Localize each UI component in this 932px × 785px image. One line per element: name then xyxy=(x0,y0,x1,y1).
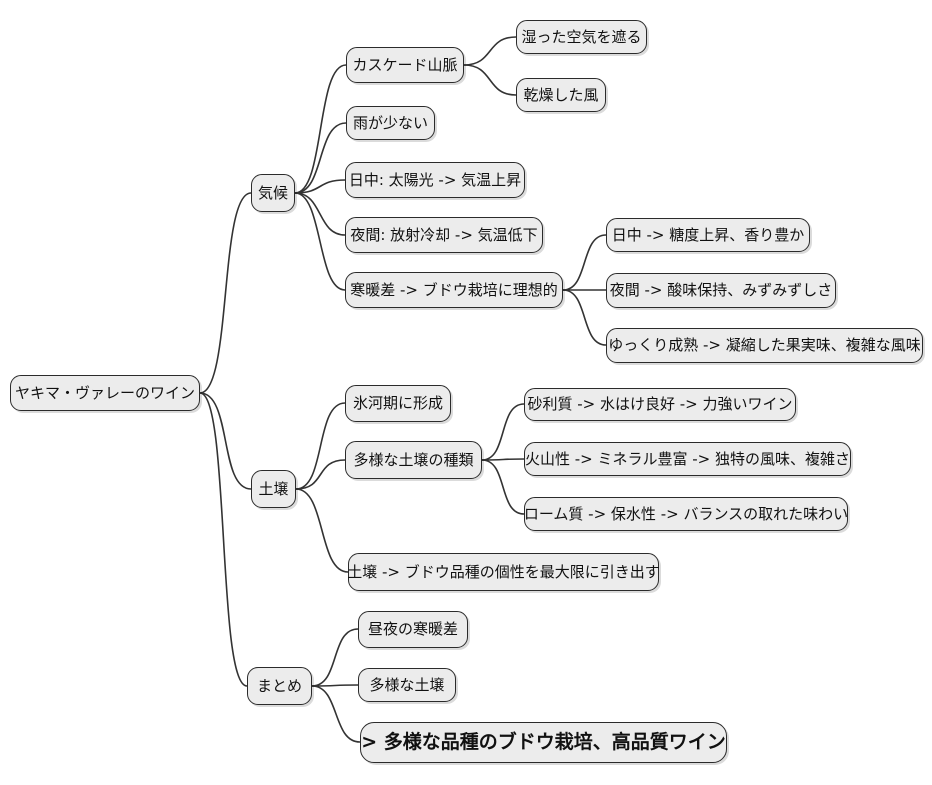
edge-soiltypes-loam xyxy=(481,459,525,515)
edge-soiltypes-volcanic xyxy=(481,458,525,461)
edge-tempdiff-daysugar xyxy=(562,234,607,291)
edge-tempdiff-slowripen xyxy=(562,289,607,346)
edge-root-climate xyxy=(199,192,252,394)
node-conclusion: > 多様な品種のブドウ栽培、高品質ワイン xyxy=(360,722,727,763)
node-day-sugar: 日中 -> 糖度上昇、香り豊か xyxy=(606,218,810,252)
node-slow-ripen: ゆっくり成熟 -> 凝縮した果実味、複雑な風味 xyxy=(606,328,923,363)
edge-summary-daynight xyxy=(311,628,359,687)
edge-soil-glacial xyxy=(295,402,346,490)
edge-climate-tempdiff xyxy=(294,192,346,291)
node-loam: ローム質 -> 保水性 -> バランスの取れた味わい xyxy=(524,497,848,531)
node-soil: 土壌 xyxy=(251,470,296,508)
node-glacial: 氷河期に形成 xyxy=(345,385,451,422)
node-dry-wind: 乾燥した風 xyxy=(516,78,606,112)
edge-soiltypes-gravel xyxy=(481,403,525,461)
node-gravel: 砂利質 -> 水はけ良好 -> 力強いワイン xyxy=(524,388,796,421)
node-night-acid: 夜間 -> 酸味保持、みずみずしさ xyxy=(606,273,836,308)
edge-soil-soilcharacter xyxy=(295,488,349,573)
node-day-night-diff: 昼夜の寒暖差 xyxy=(358,611,468,648)
node-volcanic: 火山性 -> ミネラル豊富 -> 独特の風味、複雑さ xyxy=(524,442,851,476)
edge-cascade-moist xyxy=(463,36,517,66)
edge-summary-conclusion xyxy=(311,685,361,743)
node-low-rain: 雨が少ない xyxy=(346,106,435,140)
node-summary: まとめ xyxy=(247,667,312,705)
node-soil-types: 多様な土壌の種類 xyxy=(345,441,482,479)
node-daytime: 日中: 太陽光 -> 気温上昇 xyxy=(345,162,525,198)
node-soil-character: 土壌 -> ブドウ品種の個性を最大限に引き出す xyxy=(347,553,660,591)
edge-climate-lowrain xyxy=(294,122,347,194)
node-moist-air: 湿った空気を遮る xyxy=(516,20,647,54)
edge-climate-cascade xyxy=(294,64,347,194)
edge-climate-daytime xyxy=(294,179,346,194)
node-temp-diff: 寒暖差 -> ブドウ栽培に理想的 xyxy=(345,272,563,308)
edge-climate-nighttime xyxy=(294,192,346,236)
edge-root-summary xyxy=(199,392,248,687)
node-diverse-soil: 多様な土壌 xyxy=(358,668,456,702)
node-cascade: カスケード山脈 xyxy=(346,47,464,83)
edge-soil-soiltypes xyxy=(295,459,346,490)
node-nighttime: 夜間: 放射冷却 -> 気温低下 xyxy=(345,217,543,253)
edge-cascade-drywind xyxy=(463,64,517,96)
node-root: ヤキマ・ヴァレーのワイン xyxy=(10,375,200,411)
edge-root-soil xyxy=(199,392,252,490)
edge-summary-diversesoil xyxy=(311,684,359,687)
node-climate: 気候 xyxy=(251,174,295,212)
